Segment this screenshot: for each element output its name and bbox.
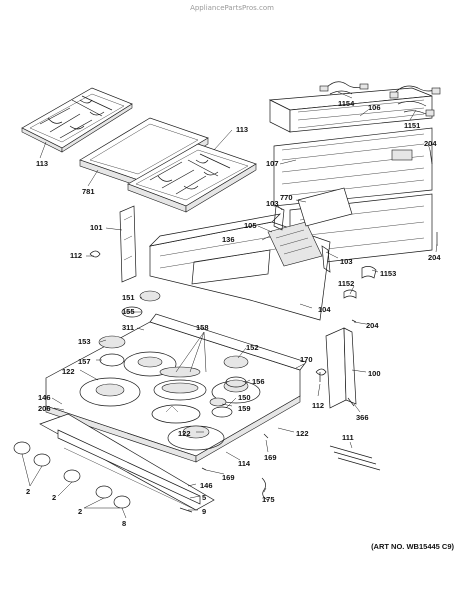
- cap-151: [139, 290, 161, 302]
- callout-1154: 1154: [338, 99, 355, 108]
- callout-770: 770: [280, 193, 293, 202]
- burner-front-left: [79, 377, 141, 407]
- callout-103-bottom: 103: [340, 257, 353, 266]
- manifold-panel: [39, 413, 215, 511]
- screw-204-top: [429, 149, 433, 165]
- callout-112-right: 112: [312, 401, 324, 410]
- callout-204-lower: 204: [366, 321, 379, 330]
- control-board: [267, 221, 323, 267]
- callout-169-upper: 169: [264, 453, 277, 462]
- watermark: AppliancePartsPros.com: [190, 4, 274, 12]
- callout-204-right: 204: [428, 253, 441, 262]
- callout-111: 111: [342, 433, 354, 442]
- callout-113-left: 113: [36, 159, 48, 168]
- callout-107: 107: [266, 159, 279, 168]
- leader-lines: [21, 91, 438, 519]
- wire-harness-1151: [389, 85, 441, 117]
- head-150: [211, 406, 233, 418]
- screw-169: [201, 433, 269, 471]
- callout-159: 159: [238, 404, 251, 413]
- callout-105: 105: [244, 221, 257, 230]
- callout-122-left: 122: [62, 367, 75, 376]
- right-grate: [127, 143, 257, 213]
- callout-5: 5: [202, 493, 206, 502]
- part-1152: [343, 289, 357, 299]
- callout-151: 151: [122, 293, 135, 302]
- callout-labels: 113 113 781 1154 106 1151 107 204 770 10…: [26, 99, 441, 528]
- screw-9: [179, 507, 193, 513]
- callout-153: 153: [78, 337, 91, 346]
- callout-175: 175: [262, 495, 275, 504]
- callout-122-center: 122: [178, 429, 191, 438]
- screw-204-lower: [351, 319, 357, 323]
- side-trim-right: [325, 327, 357, 409]
- burner-center: [153, 379, 207, 401]
- bracket-770: [297, 187, 353, 227]
- callout-100: 100: [368, 369, 381, 378]
- bracket-103-right: [321, 245, 331, 273]
- knob-2: [33, 453, 51, 467]
- oval-cap-158: [159, 366, 201, 378]
- cap-153: [98, 335, 126, 349]
- callout-146-top: 146: [38, 393, 51, 402]
- callout-204-top: 204: [424, 139, 437, 148]
- callout-157: 157: [78, 357, 91, 366]
- callout-206: 206: [38, 404, 51, 413]
- knob-1: [13, 441, 31, 455]
- bracket-103-left: [273, 205, 285, 231]
- knob-5: [113, 495, 131, 509]
- side-trim-left: [119, 205, 137, 283]
- callout-8: 8: [122, 519, 126, 528]
- cap-159: [209, 397, 227, 407]
- part-1153: [361, 266, 377, 279]
- wire-harness-1154: [319, 81, 369, 95]
- callout-152: 152: [246, 343, 259, 352]
- burner-rear-left: [123, 351, 177, 377]
- callout-106: 106: [368, 103, 381, 112]
- callout-136: 136: [222, 235, 235, 244]
- cap-152: [223, 355, 249, 369]
- ignitor-175: [261, 477, 269, 501]
- callout-146-bottom: 146: [200, 481, 213, 490]
- burner-rear-right: [211, 379, 261, 404]
- part-366: [347, 397, 355, 407]
- callout-2-left: 2: [26, 487, 30, 496]
- callout-781: 781: [82, 187, 95, 196]
- callout-2-middle: 2: [52, 493, 56, 502]
- callout-311: 311: [122, 323, 134, 332]
- callout-1153: 1153: [380, 269, 396, 278]
- callout-156: 156: [252, 377, 265, 386]
- knob-3: [63, 469, 81, 483]
- control-knobs: [13, 441, 131, 509]
- backguard: [268, 87, 433, 133]
- callout-170: 170: [300, 355, 313, 364]
- left-grate: [21, 87, 133, 153]
- clip-112-left: [89, 250, 101, 258]
- clip-112-right: [315, 368, 327, 382]
- callout-101: 101: [90, 223, 103, 232]
- callout-1152: 1152: [338, 279, 354, 288]
- callout-366: 366: [356, 413, 369, 422]
- callout-1151: 1151: [404, 121, 420, 130]
- callout-155: 155: [122, 307, 135, 316]
- callout-103-top: 103: [266, 199, 279, 208]
- callout-104: 104: [318, 305, 331, 314]
- burner-center-front: [151, 404, 201, 424]
- callout-122-right: 122: [296, 429, 309, 438]
- callout-158: 158: [196, 323, 209, 332]
- callout-150: 150: [238, 393, 251, 402]
- callout-2-right: 2: [78, 507, 82, 516]
- callout-112-left: 112: [70, 251, 82, 260]
- burner-tube-111: [329, 445, 381, 471]
- knob-4: [95, 485, 113, 499]
- callout-113-right: 113: [236, 125, 248, 134]
- callout-9: 9: [202, 507, 206, 516]
- callout-169-lower: 169: [222, 473, 235, 482]
- art-number: (ART NO. WB15445 C9): [371, 542, 454, 551]
- callout-114: 114: [238, 459, 251, 468]
